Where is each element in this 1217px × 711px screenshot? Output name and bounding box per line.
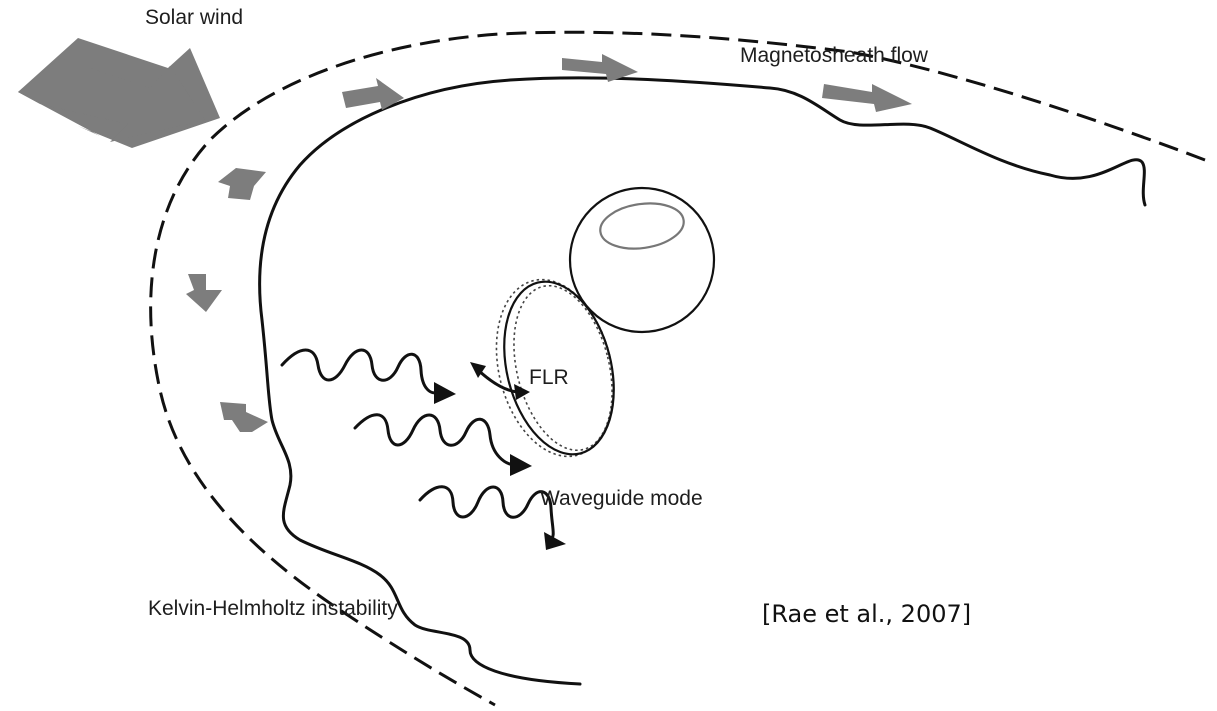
earth-circle	[570, 188, 714, 332]
sheath-arrow-5	[186, 274, 222, 312]
label-waveguide-mode: Waveguide mode	[540, 487, 703, 510]
label-magnetosheath-flow: Magnetosheath flow	[740, 44, 929, 67]
label-solar-wind: Solar wind	[145, 6, 243, 29]
flr-double-arrow	[478, 370, 520, 392]
magnetopause-line	[260, 78, 1145, 684]
sheath-arrow-3	[822, 84, 912, 112]
flr-arrowhead-right	[514, 384, 530, 400]
wave-3-arrowhead	[544, 532, 566, 550]
wave-1-arrowhead	[434, 382, 456, 404]
wave-3	[420, 487, 553, 540]
sheath-arrow-4	[218, 168, 266, 200]
wave-2	[355, 415, 514, 465]
sheath-arrow-6	[220, 402, 268, 432]
label-kelvin-helmholtz: Kelvin-Helmholtz instability	[148, 597, 398, 620]
label-flr: FLR	[529, 366, 569, 389]
wave-1	[282, 350, 438, 393]
wave-2-arrowhead	[510, 454, 532, 476]
citation: [Rae et al., 2007]	[762, 600, 971, 628]
